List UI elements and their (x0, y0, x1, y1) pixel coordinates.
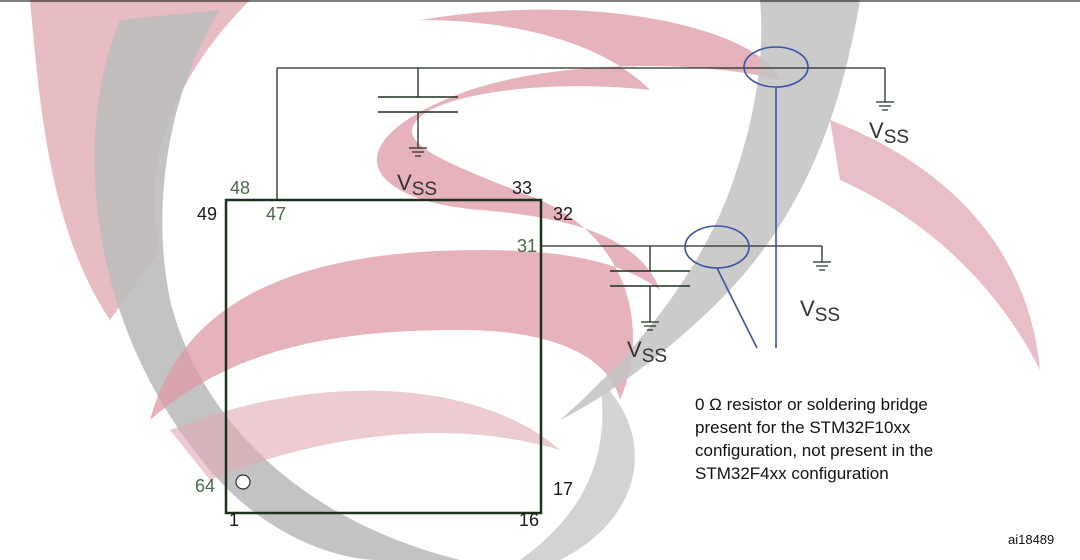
watermark-gray-right-arc (560, 0, 860, 420)
watermark-logo (30, 0, 1040, 560)
watermark-red-s-curve (150, 9, 780, 420)
pin1-marker (235, 474, 251, 490)
vss-label-1: VSS (397, 170, 437, 200)
bridge-note: 0 Ω resistor or soldering bridge present… (695, 395, 933, 483)
pin-label-49: 49 (197, 204, 217, 224)
ground-symbol-4 (813, 261, 831, 271)
pin-label-16: 16 (519, 510, 539, 530)
watermark-red-bottom-swoosh (170, 390, 560, 480)
watermark-gray-arc (94, 10, 460, 560)
pin-label-47: 47 (266, 204, 286, 224)
pin-label-64: 64 (195, 476, 215, 496)
capacitor-c2 (610, 270, 690, 287)
vss-label-2: VSS (869, 118, 909, 148)
note-line-2: present for the STM32F10xx (695, 418, 911, 437)
note-line-3: configuration, not present in the (695, 441, 933, 460)
pin-label-31: 31 (517, 236, 537, 256)
watermark-red-right-swoosh (830, 120, 1040, 370)
pin-label-33: 33 (512, 178, 532, 198)
bridge-marks (684, 46, 809, 349)
vss-label-3: VSS (627, 337, 667, 367)
figure-reference-id: ai18489 (1008, 532, 1054, 547)
ground-symbol-1 (409, 147, 427, 157)
vss-label-4: VSS (800, 296, 840, 326)
chip-outline (224, 198, 543, 515)
ground-symbol-2 (876, 101, 894, 111)
bridge-callout-line-2 (716, 267, 758, 349)
pin-label-32: 32 (553, 204, 573, 224)
capacitor-c1 (378, 96, 458, 113)
watermark-gray-bottom (520, 380, 635, 560)
note-line-1: 0 Ω resistor or soldering bridge (695, 395, 928, 414)
pin-label-1: 1 (229, 510, 239, 530)
note-line-4: STM32F4xx configuration (695, 464, 889, 483)
pin-label-48: 48 (230, 178, 250, 198)
pin-label-17: 17 (553, 479, 573, 499)
ground-symbol-3 (641, 321, 659, 331)
wires (276, 67, 886, 322)
